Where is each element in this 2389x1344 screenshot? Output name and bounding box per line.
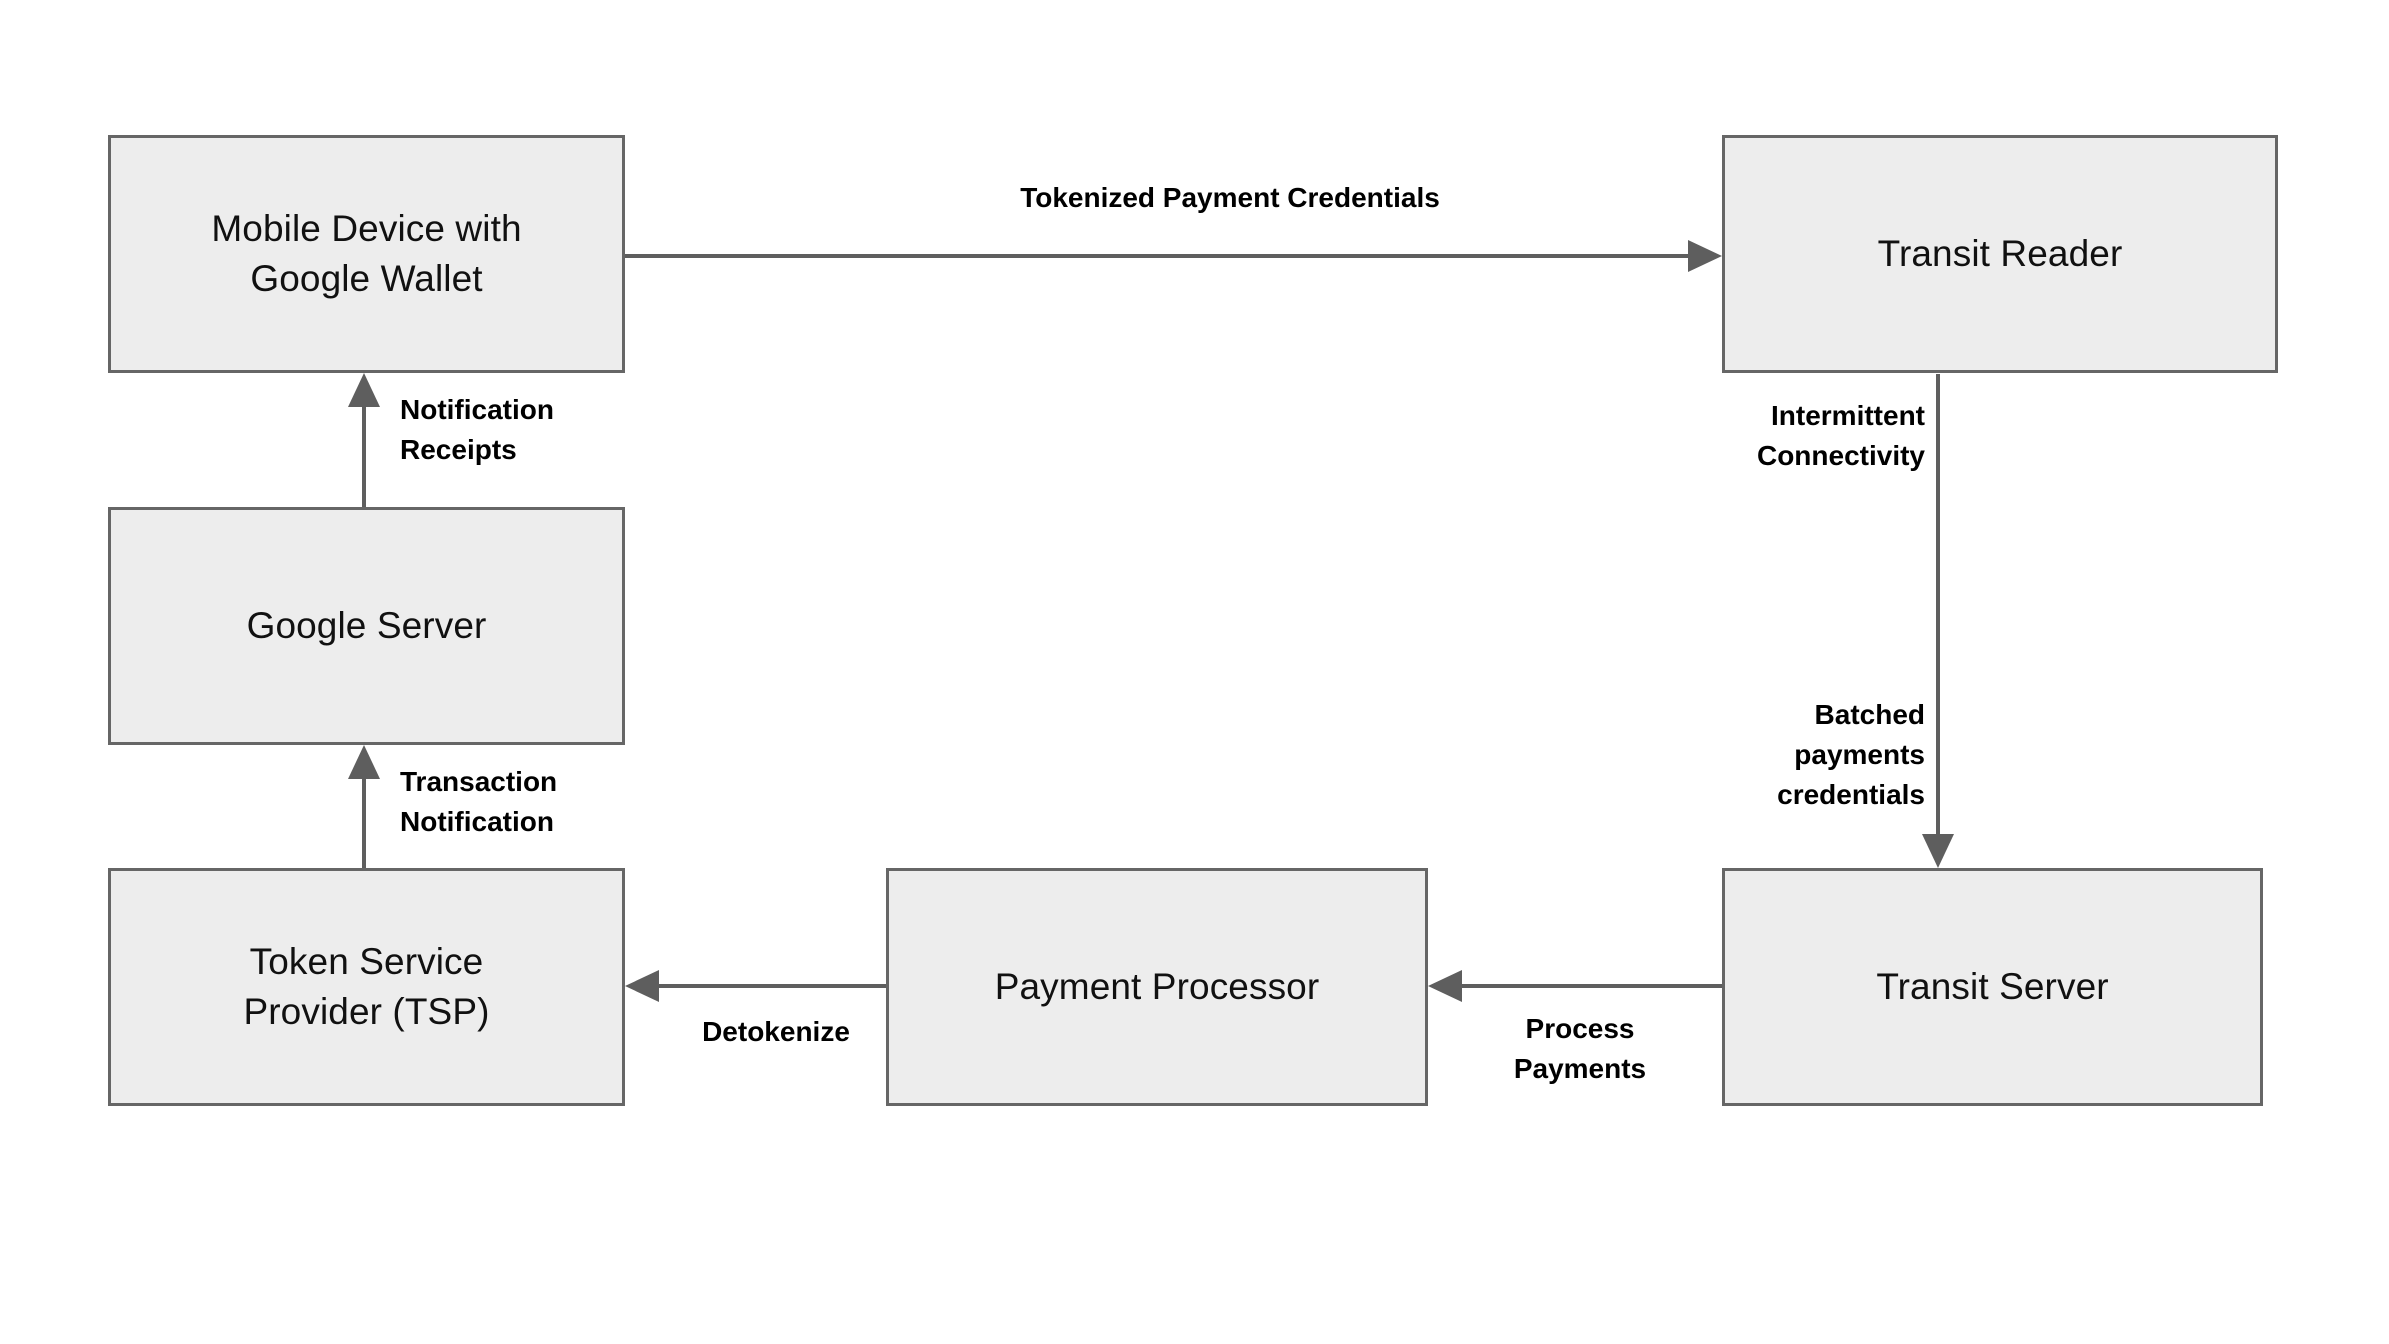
node-google-server[interactable]: Google Server [108,507,625,745]
node-google-server-label: Google Server [246,605,487,646]
edge-label-transaction-notification: Transaction Notification [400,766,558,837]
edge-processor-to-tsp [625,970,886,1002]
edge-label-intermittent-connectivity: Intermittent Connectivity [1756,400,1925,471]
node-mobile-device[interactable]: Mobile Device with Google Wallet [108,135,625,373]
node-transit-reader-label: Transit Reader [1877,233,2123,274]
edge-label-tokenized-payment-credentials: Tokenized Payment Credentials [1020,182,1440,213]
node-token-service-provider[interactable]: Token Service Provider (TSP) [108,868,625,1106]
node-transit-server[interactable]: Transit Server [1722,868,2263,1106]
edge-label-process-payments: Process Payments [1513,1013,1647,1084]
node-transit-reader[interactable]: Transit Reader [1722,135,2278,373]
node-mobile-device-label: Mobile Device with Google Wallet [211,208,522,299]
node-transit-server-label: Transit Server [1876,966,2109,1007]
edge-label-batched-payments-credentials: Batched payments credentials [1777,699,1925,810]
edge-mobile-to-reader [604,240,1722,272]
node-payment-processor[interactable]: Payment Processor [886,868,1428,1106]
node-token-service-provider-label: Token Service Provider (TSP) [243,941,490,1032]
node-payment-processor-label: Payment Processor [994,966,1320,1007]
edge-reader-to-transit-server [1922,374,1954,868]
edge-google-server-to-mobile [348,373,380,507]
edge-label-detokenize: Detokenize [702,1016,850,1047]
edge-tsp-to-google-server [348,745,380,868]
edge-label-notification-receipts: Notification Receipts [400,394,554,465]
edge-transit-server-to-processor [1428,970,1722,1002]
